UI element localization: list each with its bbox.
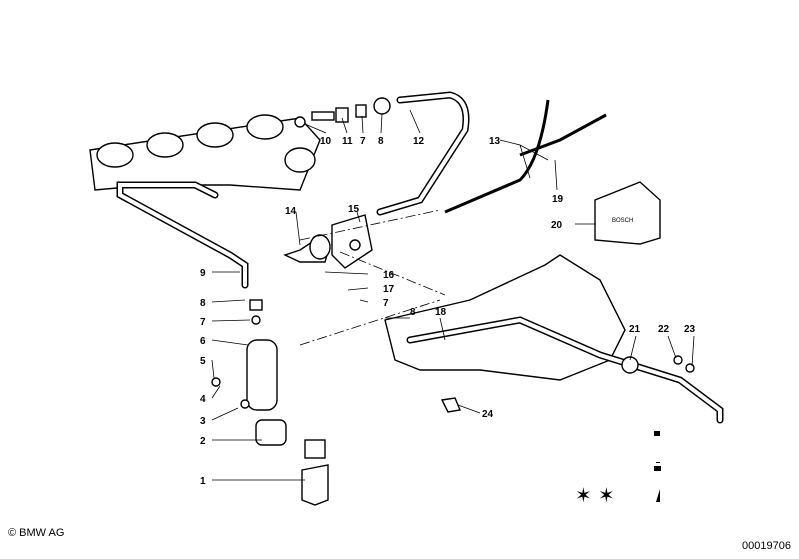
intake-manifold (384, 254, 724, 424)
callout-11: 11 (342, 136, 353, 147)
callout-20: 20 (551, 220, 563, 231)
callout-10: 10 (320, 136, 332, 147)
leader-lines (211, 109, 695, 481)
marker-icon (654, 466, 661, 471)
callout-5: 5 (200, 356, 206, 367)
fuel-filter (211, 299, 329, 506)
copyright: © BMW AG (8, 527, 65, 539)
fittings-top (294, 97, 391, 128)
callout-6: 6 (200, 336, 206, 347)
callout-7-mid: 7 (383, 298, 389, 309)
callout-17: 17 (383, 284, 395, 295)
valve (283, 214, 373, 269)
marker-icon (656, 489, 660, 502)
callout-labels: 1 2 3 4 5 6 7 8 9 10 11 7 8 12 13 14 15 … (200, 136, 696, 487)
hose (519, 113, 607, 157)
callout-18: 18 (435, 307, 447, 318)
control-unit: BOSCH (594, 181, 661, 245)
star-icon: ✶ (598, 485, 615, 507)
marker-icon (654, 431, 660, 436)
exhaust-manifold (89, 114, 321, 191)
hose (444, 99, 550, 214)
callout-8-top: 8 (378, 136, 384, 147)
callout-3: 3 (200, 416, 206, 427)
callout-8-mid: 8 (410, 307, 416, 318)
callout-22: 22 (658, 324, 670, 335)
callout-7: 7 (200, 317, 206, 328)
callout-21: 21 (629, 324, 641, 335)
callout-15: 15 (348, 204, 360, 215)
control-unit-label: BOSCH (612, 218, 633, 224)
pipe-inner (118, 183, 247, 287)
callout-13: 13 (489, 136, 501, 147)
callout-16: 16 (383, 270, 395, 281)
callout-19: 19 (552, 194, 564, 205)
callout-9: 9 (200, 268, 206, 279)
vacuum-hose (376, 91, 470, 216)
assembly-lines (299, 209, 446, 346)
callout-1: 1 (200, 476, 206, 487)
callout-2: 2 (200, 436, 206, 447)
marker-icon (656, 462, 660, 463)
star-icon: ✶ (575, 485, 592, 507)
legend-symbols: ✶ ✶ (575, 431, 661, 507)
pipe (116, 181, 249, 289)
callout-23: 23 (684, 324, 696, 335)
callout-24: 24 (482, 409, 494, 420)
clip (440, 397, 461, 413)
image-code: 00019706 (742, 540, 791, 552)
callout-7-top: 7 (360, 136, 366, 147)
callout-8: 8 (200, 298, 206, 309)
callout-12: 12 (413, 136, 425, 147)
callout-14: 14 (285, 206, 297, 217)
callout-4: 4 (200, 394, 206, 405)
